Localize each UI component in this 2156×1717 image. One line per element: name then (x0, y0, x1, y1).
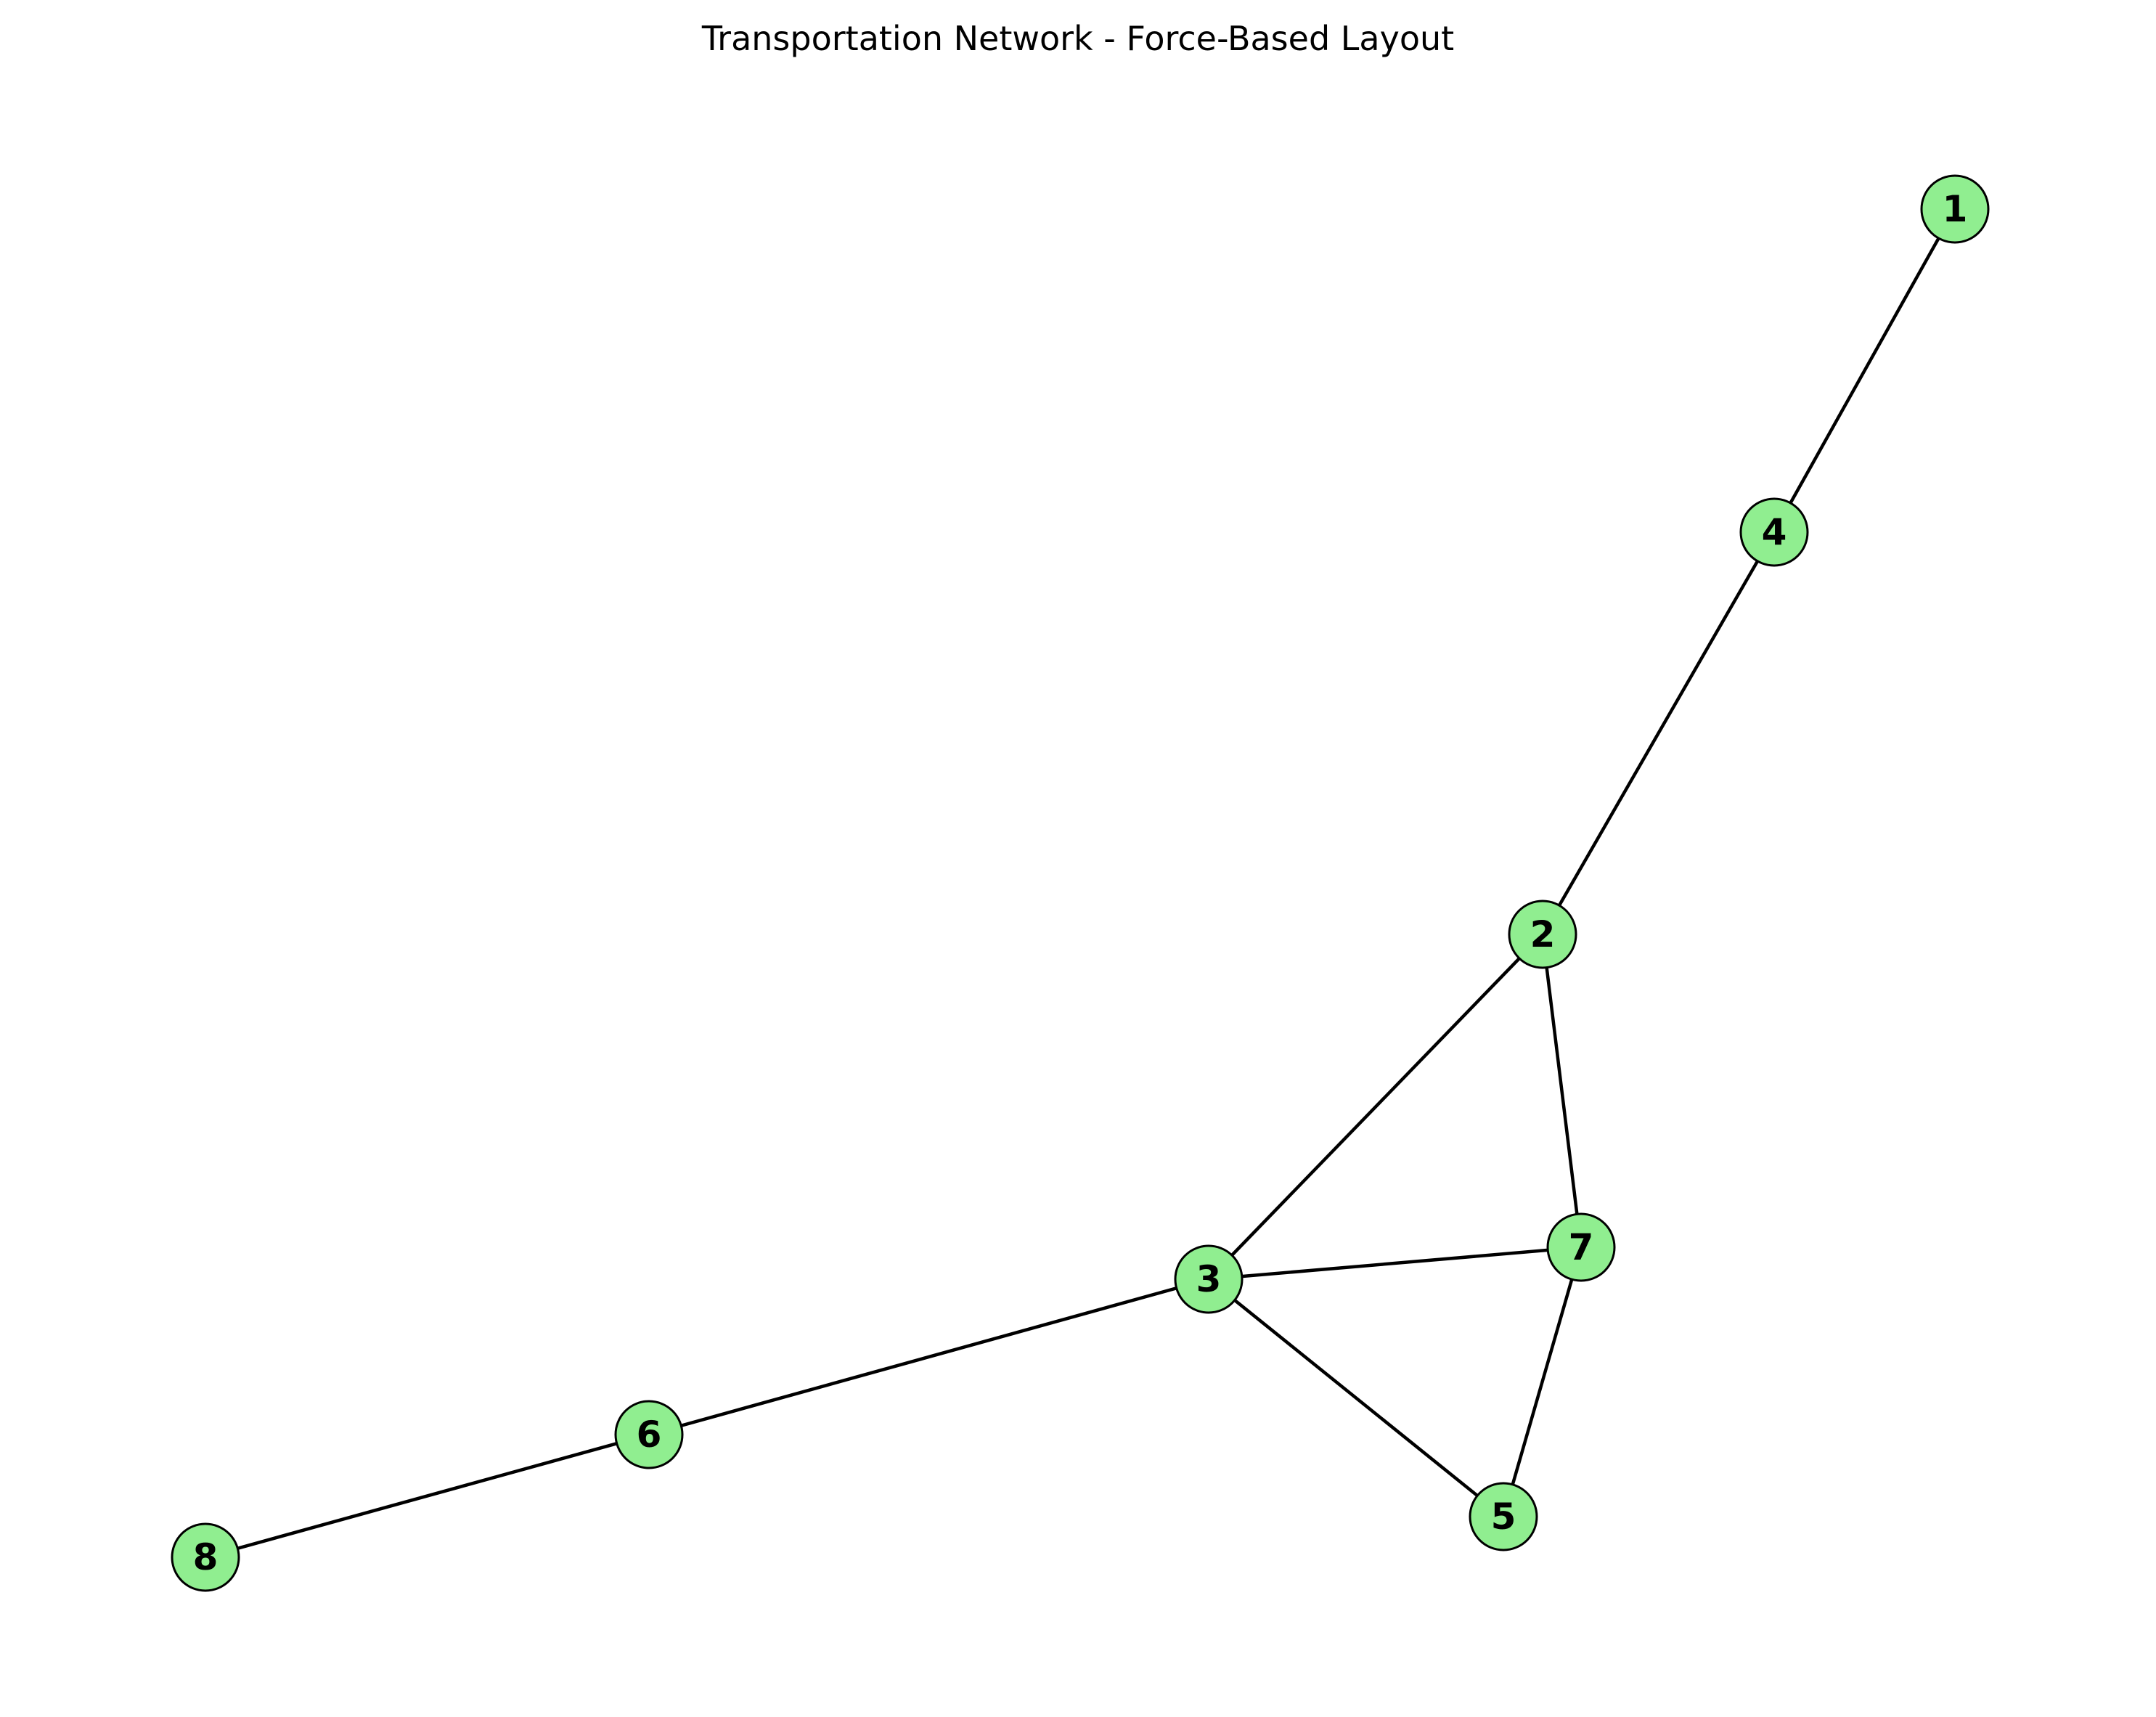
node-2: 2 (1508, 900, 1577, 969)
node-circle-6 (614, 1400, 684, 1469)
nodes-layer: 1 2 3 4 5 6 7 8 (171, 174, 1990, 1592)
node-6: 6 (614, 1400, 684, 1469)
edge-1-4 (1772, 207, 1957, 534)
edge-3-6 (647, 1277, 1211, 1437)
node-circle-8 (171, 1522, 240, 1592)
edge-6-8 (203, 1432, 651, 1559)
node-label-6: 6 (637, 1414, 662, 1456)
edge-3-5 (1206, 1277, 1506, 1519)
edges-layer (203, 207, 1957, 1559)
edge-2-7 (1540, 932, 1583, 1249)
node-1: 1 (1920, 174, 1990, 244)
node-label-5: 5 (1491, 1496, 1516, 1538)
node-circle-5 (1469, 1482, 1538, 1551)
diagram-title: Transportation Network - Force-Based Lay… (701, 19, 1455, 58)
edge-7-5 (1501, 1245, 1583, 1519)
node-7: 7 (1546, 1212, 1616, 1282)
node-label-7: 7 (1569, 1226, 1594, 1268)
node-label-3: 3 (1196, 1258, 1222, 1300)
node-8: 8 (171, 1522, 240, 1592)
node-3: 3 (1174, 1244, 1244, 1314)
edge-3-7 (1206, 1245, 1583, 1281)
edge-2-3 (1206, 932, 1545, 1281)
node-5: 5 (1469, 1482, 1538, 1551)
edge-4-2 (1540, 530, 1776, 937)
node-circle-4 (1739, 497, 1809, 567)
node-circle-1 (1920, 174, 1990, 244)
node-label-8: 8 (193, 1536, 219, 1578)
node-circle-2 (1508, 900, 1577, 969)
node-label-2: 2 (1530, 913, 1556, 955)
node-label-1: 1 (1943, 188, 1968, 230)
node-4: 4 (1739, 497, 1809, 567)
node-circle-7 (1546, 1212, 1616, 1282)
node-circle-3 (1174, 1244, 1244, 1314)
node-label-4: 4 (1762, 511, 1787, 553)
